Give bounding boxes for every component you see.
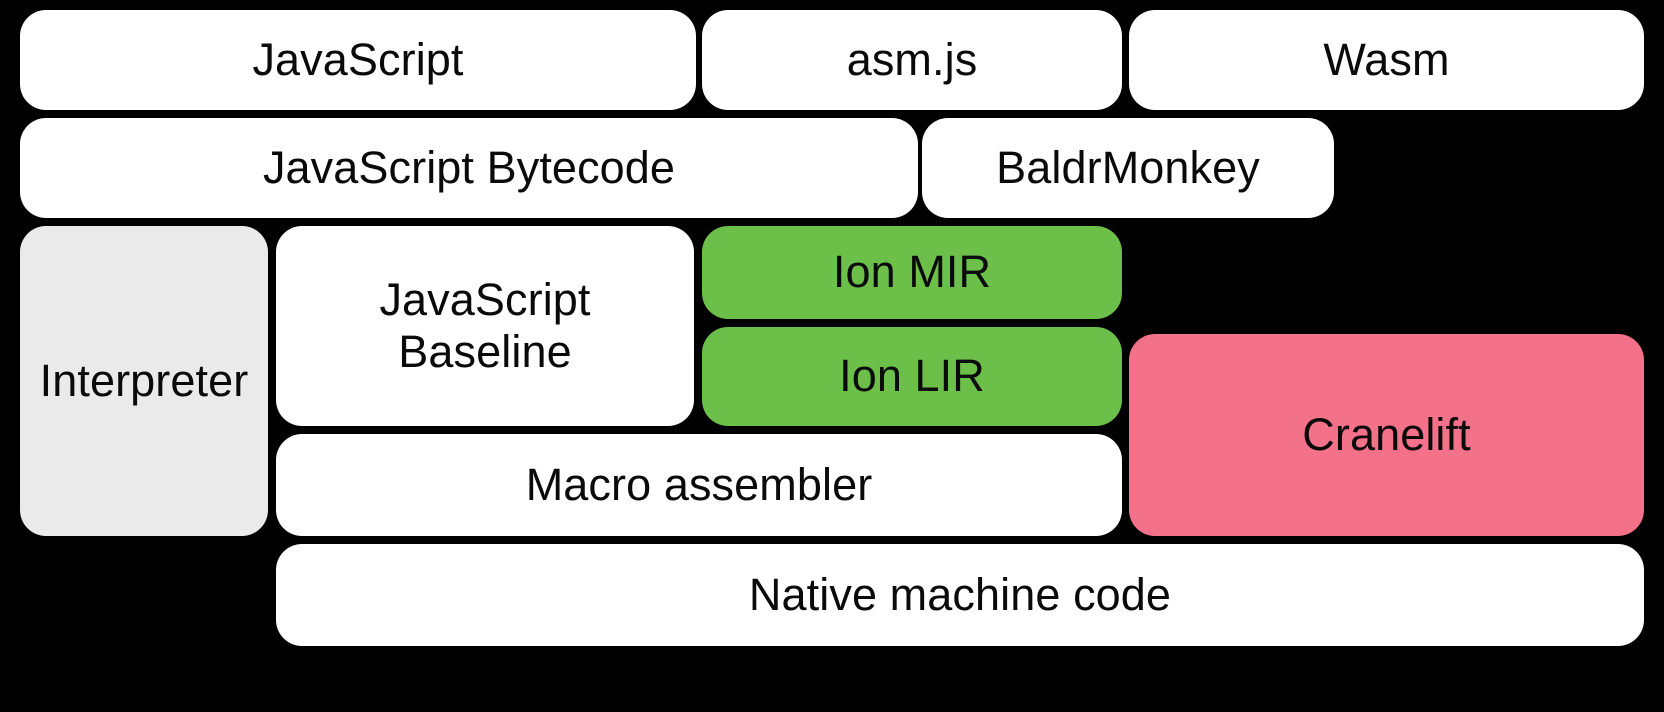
node-macro-assembler-label: Macro assembler: [525, 458, 873, 510]
node-javascript-bytecode[interactable]: JavaScript Bytecode: [20, 118, 918, 218]
node-wasm-label: Wasm: [1323, 33, 1450, 85]
node-javascript-baseline[interactable]: JavaScript Baseline: [276, 226, 694, 426]
node-ion-lir-label: Ion LIR: [839, 350, 985, 402]
node-interpreter-label: Interpreter: [39, 354, 249, 406]
node-javascript[interactable]: JavaScript: [20, 10, 696, 110]
node-native-machine-code[interactable]: Native machine code: [276, 544, 1644, 646]
node-wasm[interactable]: Wasm: [1129, 10, 1644, 110]
node-javascript-baseline-label: JavaScript Baseline: [379, 273, 591, 377]
node-cranelift-label: Cranelift: [1302, 408, 1471, 460]
node-asm-js-label: asm.js: [846, 33, 978, 85]
node-javascript-bytecode-label: JavaScript Bytecode: [262, 141, 676, 193]
node-javascript-label: JavaScript: [252, 33, 464, 85]
node-ion-mir-label: Ion MIR: [832, 246, 992, 298]
node-asm-js[interactable]: asm.js: [702, 10, 1122, 110]
node-interpreter[interactable]: Interpreter: [20, 226, 268, 536]
node-baldrmonkey-label: BaldrMonkey: [996, 141, 1260, 193]
node-macro-assembler[interactable]: Macro assembler: [276, 434, 1122, 536]
node-ion-mir[interactable]: Ion MIR: [702, 226, 1122, 319]
node-native-machine-code-label: Native machine code: [748, 568, 1172, 620]
node-cranelift[interactable]: Cranelift: [1129, 334, 1644, 536]
node-baldrmonkey[interactable]: BaldrMonkey: [922, 118, 1334, 218]
node-ion-lir[interactable]: Ion LIR: [702, 327, 1122, 426]
